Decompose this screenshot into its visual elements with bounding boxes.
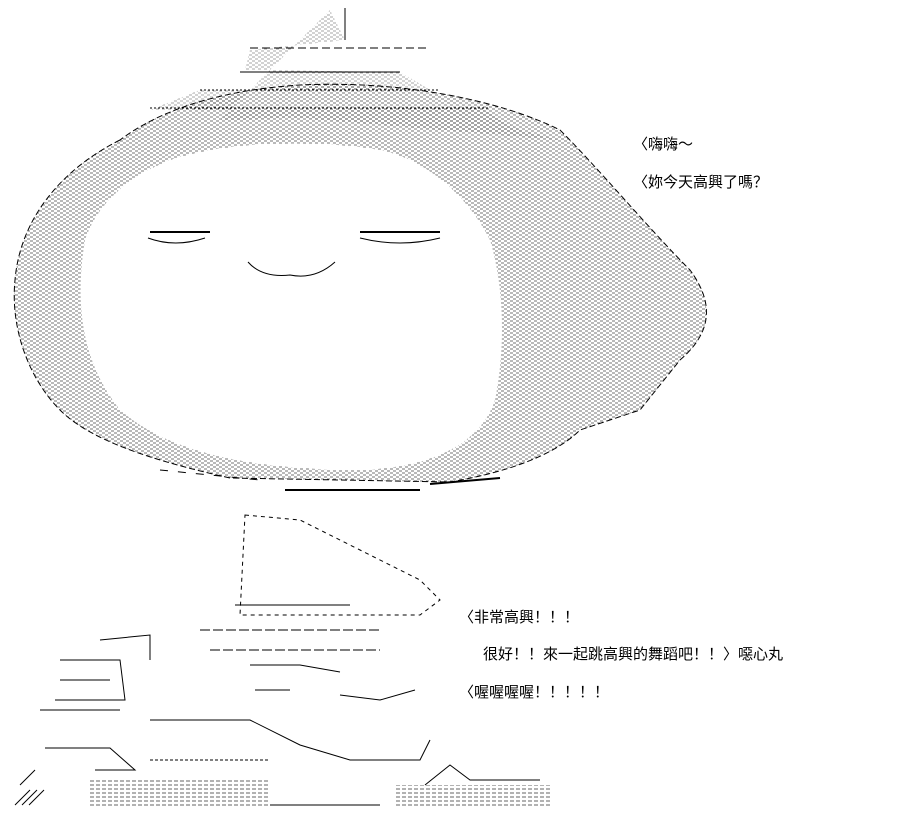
creature-eyes — [147, 231, 441, 244]
dialogue-line-3: 〈非常高興！！！ — [459, 608, 580, 626]
dialogue-line-1: 〈嗨嗨～ — [633, 135, 694, 153]
creature-base — [159, 469, 501, 491]
dialogue-line-5: 〈喔喔喔喔！！！！！ — [459, 683, 610, 701]
girl-head — [200, 629, 380, 691]
creature-hat — [150, 8, 560, 140]
girl-body — [45, 719, 431, 771]
girl-left-marks — [14, 769, 45, 806]
girl-hat — [235, 514, 441, 616]
creature-face — [80, 143, 502, 470]
creature-mouth — [247, 261, 336, 277]
girl-arms — [40, 634, 416, 711]
girl-skirt — [90, 764, 550, 808]
dialogue-line-2: 〈妳今天高興了嗎？ — [633, 173, 769, 191]
dialogue-line-4: 很好！！來一起跳高興的舞蹈吧！！〉噁心丸 — [483, 645, 784, 663]
